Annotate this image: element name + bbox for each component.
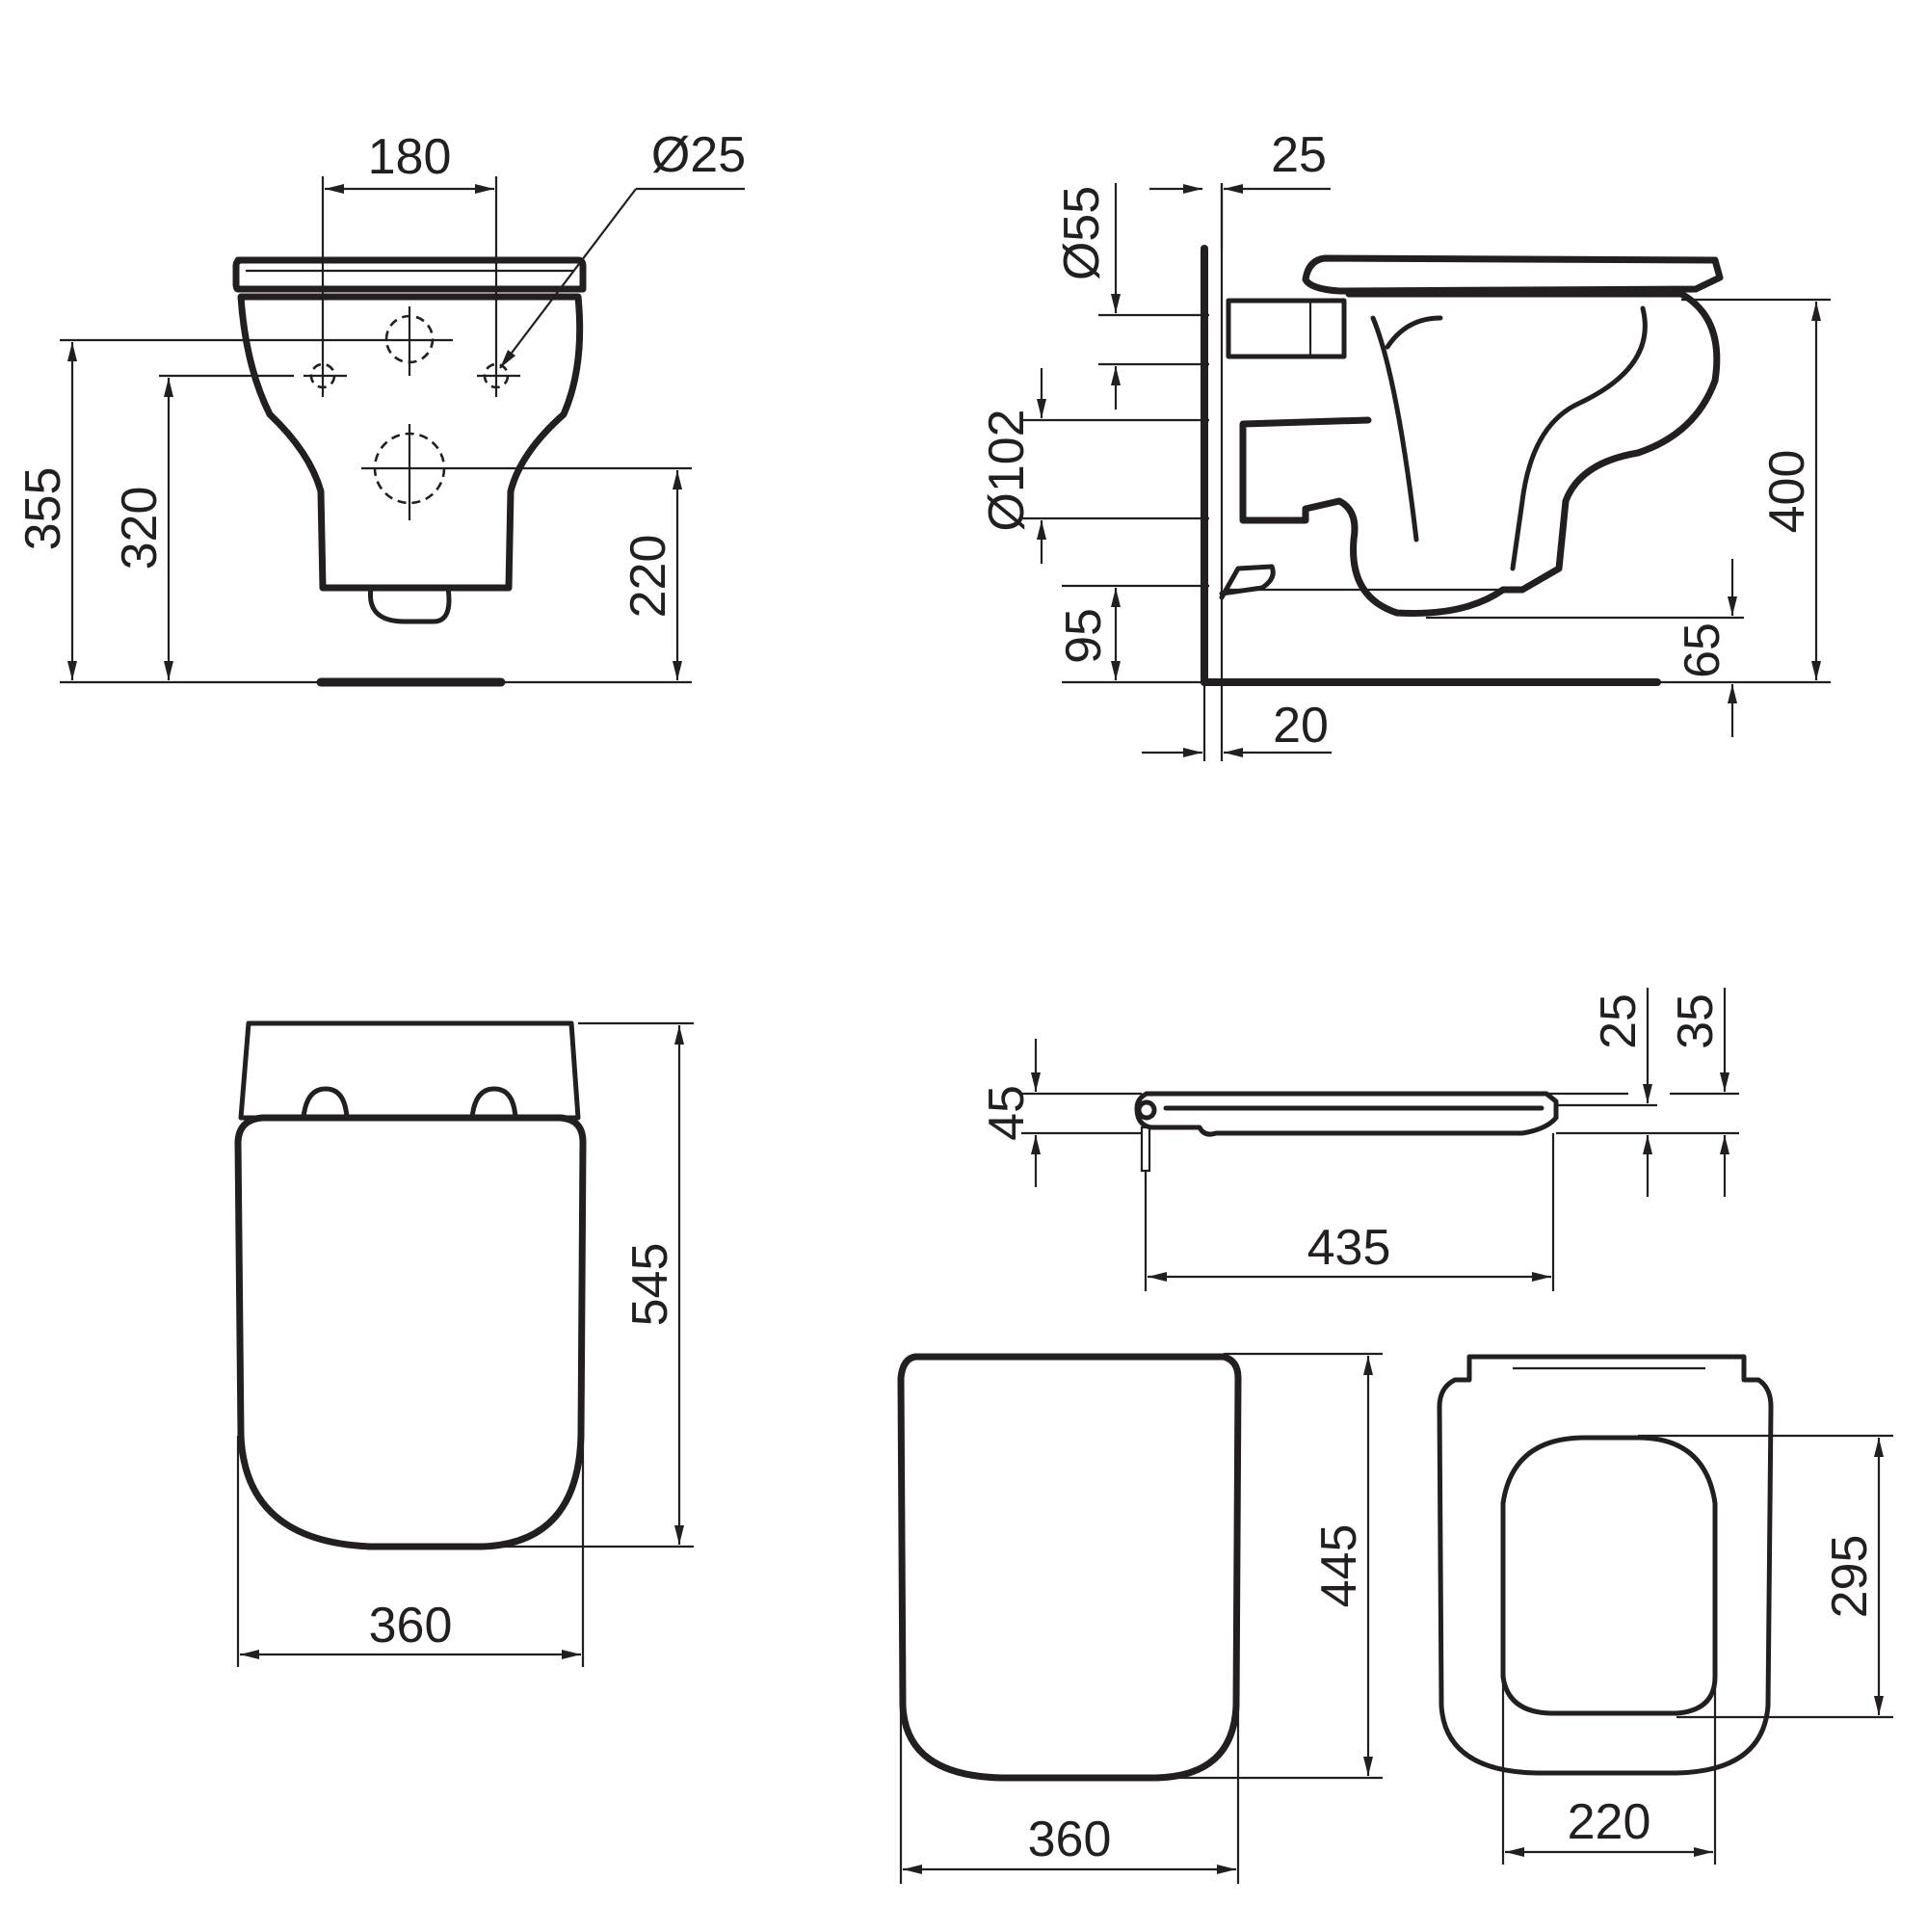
seat-ring-top-view: 295 220 — [1437, 1354, 1893, 1865]
front-waste-outlet — [367, 585, 452, 624]
dim-cover-length: 445 — [1311, 1524, 1367, 1608]
seat-cover-top-view: 445 360 — [897, 1352, 1383, 1884]
dim-waste-center-height: 220 — [620, 535, 676, 619]
front-seat-outline — [232, 256, 587, 293]
dim-total-thickness: 35 — [1668, 993, 1724, 1049]
dim-outlet-base-height: 95 — [1056, 608, 1112, 664]
seat-side-view: 45 25 35 435 — [979, 988, 1739, 1291]
seat-ring-outline — [1437, 1354, 1774, 1776]
dim-pan-length: 545 — [622, 1243, 678, 1327]
dim-fixing-spacing: 180 — [368, 129, 452, 185]
dim-seat-thickness: 45 — [979, 1085, 1035, 1141]
dim-cover-thickness: 25 — [1591, 993, 1647, 1049]
dim-upper-fixing-height: 355 — [15, 467, 71, 551]
dim-seat-length: 435 — [1307, 1220, 1391, 1276]
dim-lower-fixing-height: 320 — [112, 487, 168, 570]
front-view: 180 Ø25 355 320 220 — [15, 127, 746, 687]
side-inlet-pipe — [1226, 298, 1347, 359]
seat-ring-opening — [1500, 1435, 1718, 1716]
dim-cover-width: 360 — [1028, 1812, 1112, 1867]
front-bowl-outline — [237, 293, 584, 592]
seat-side-outline — [1134, 1091, 1559, 1137]
seat-cover-outline — [897, 1353, 1242, 1782]
dim-outlet-dia: Ø102 — [979, 409, 1035, 531]
side-view: 25 Ø55 Ø102 95 400 65 20 — [979, 127, 1831, 761]
dim-wall-offset-top: 25 — [1271, 127, 1327, 183]
side-bowl-outline — [1239, 290, 1721, 617]
top-pan-view: 545 360 — [234, 1020, 694, 1667]
top-pan-cover-outline — [234, 1114, 587, 1550]
side-waste-pipe — [1219, 564, 1276, 600]
top-pan-bracket-outline — [238, 1020, 581, 1121]
dim-ring-opening-length: 295 — [1822, 1535, 1878, 1619]
dim-pan-width: 360 — [369, 1598, 453, 1654]
dim-wall-offset-bottom: 20 — [1273, 698, 1329, 754]
dim-ring-opening-width: 220 — [1568, 1794, 1651, 1850]
side-seat-outline — [1302, 254, 1724, 295]
dim-inlet-dia: Ø55 — [1054, 186, 1110, 280]
dim-bowl-bottom-height: 65 — [1675, 622, 1730, 678]
dim-rim-height: 400 — [1759, 450, 1815, 534]
dim-fixing-hole-dia: Ø25 — [651, 127, 746, 183]
